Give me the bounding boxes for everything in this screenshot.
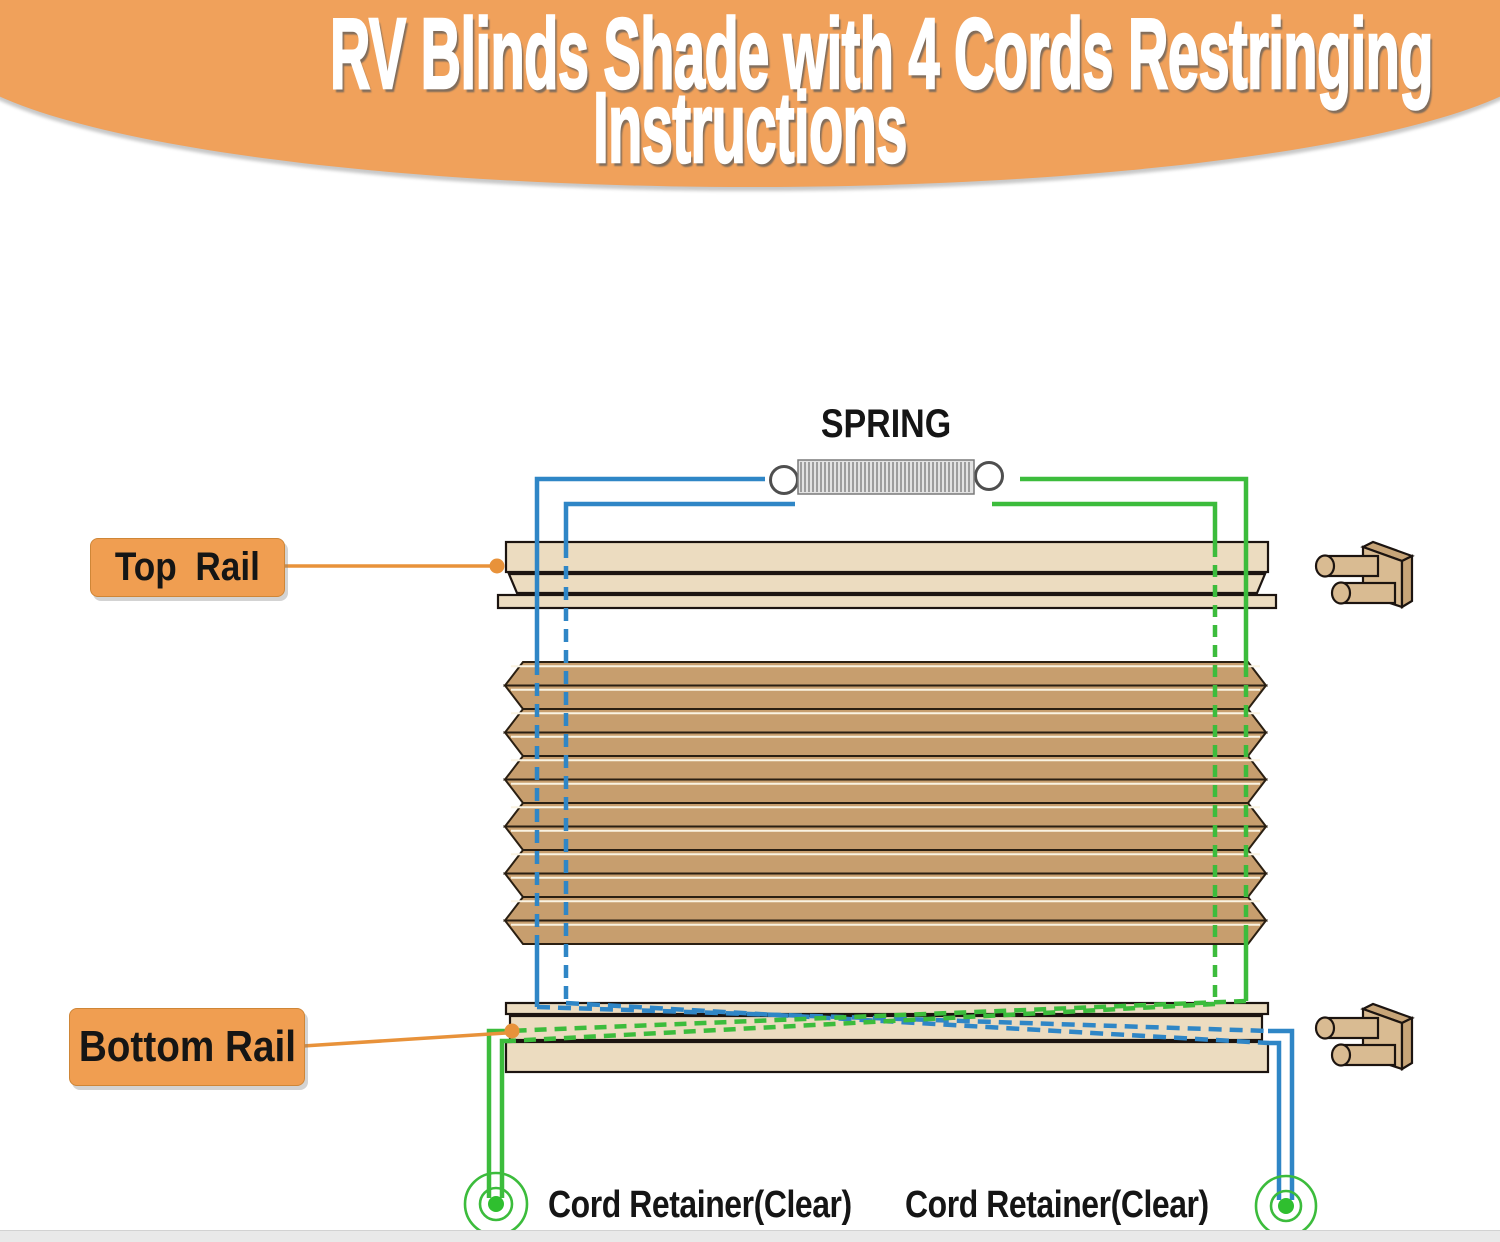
cords: [486, 476, 1295, 1200]
page-title-line2: Instructions: [592, 72, 908, 184]
blue-outer-cord: [534, 476, 1295, 1200]
spring-right-loop-icon: [974, 461, 1004, 491]
top-rail: [496, 540, 1278, 610]
spring-coil-stripes: [800, 462, 970, 492]
top-mount-bracket-icon: [1314, 540, 1415, 609]
green-inner-cord: [499, 501, 1218, 1198]
green-outer-cord: [486, 476, 1249, 1198]
bottom-rail-label-text: Bottom Rail: [78, 1022, 296, 1071]
leader-lines: [283, 558, 520, 1048]
footer-strip: [0, 1230, 1500, 1242]
spring-left-loop-icon: [769, 465, 799, 495]
spring: [769, 459, 1004, 495]
bottom-mount-bracket-icon: [1314, 1002, 1415, 1071]
bottom-rail-leader-line: [302, 1031, 507, 1048]
blue-inner-cord: [563, 501, 1282, 1200]
top-rail-label: Top Rail: [90, 538, 285, 597]
bottom-rail-leader-dot: [504, 1023, 520, 1039]
spring-label: SPRING: [820, 402, 952, 446]
top-rail-mid-bar: [507, 572, 1267, 595]
pleated-shade: [502, 661, 1269, 945]
header-banner: [0, 0, 1500, 187]
cord-retainer-right-label: Cord Retainer(Clear): [905, 1184, 1209, 1226]
top-rail-leader-dot: [489, 558, 505, 574]
top-rail-label-text: Top Rail: [114, 545, 261, 589]
bottom-rail-top-strip: [504, 1001, 1270, 1016]
top-rail-bottom-strip: [496, 593, 1278, 610]
cord-retainer-left-label: Cord Retainer(Clear): [548, 1184, 852, 1226]
bottom-rail-main-bar: [504, 1040, 1270, 1074]
cord-retainer-left-icon: [463, 1171, 529, 1237]
bottom-rail-label: Bottom Rail: [69, 1008, 305, 1086]
cord-retainer-right-icon: [1254, 1174, 1318, 1238]
top-rail-main-bar: [504, 540, 1270, 574]
